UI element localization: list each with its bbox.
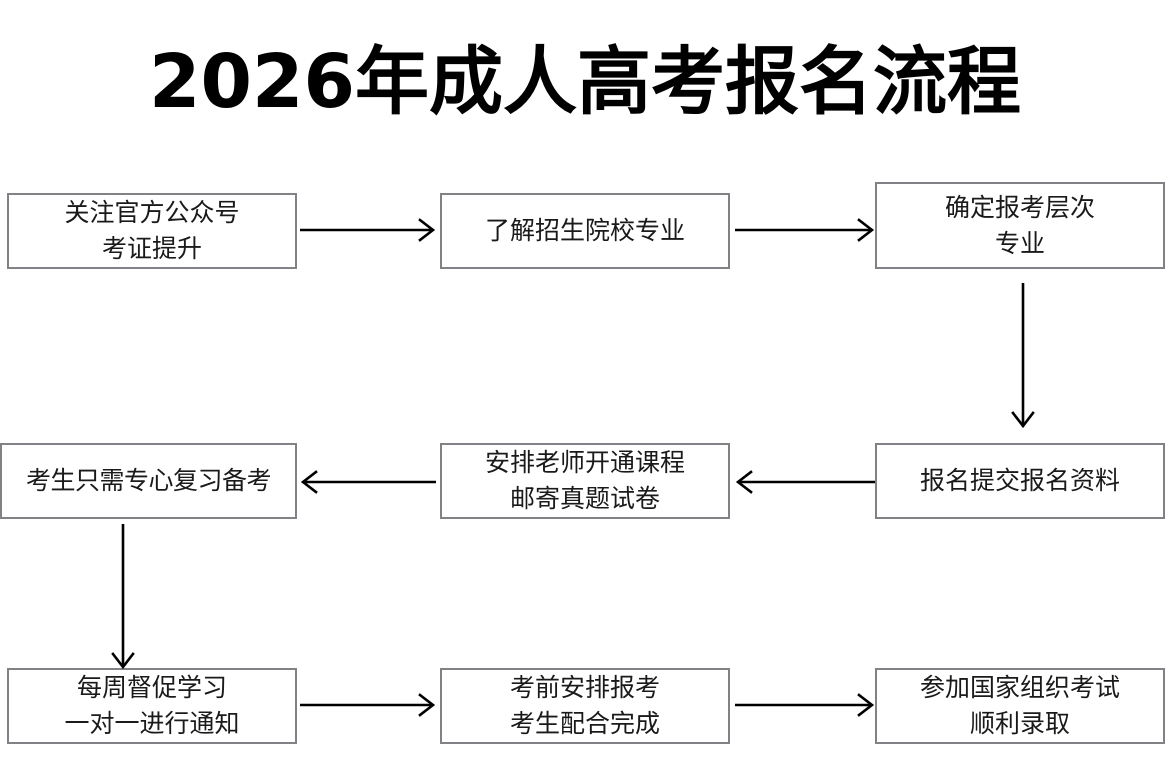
flow-node-line: 每周督促学习 [76,674,227,702]
flow-node-line: 考证提升 [101,235,202,263]
flow-node-line: 报名提交报名资料 [919,467,1120,495]
flow-node-line: 了解招生院校专业 [484,217,685,245]
flow-node-learn-schools-majors[interactable]: 了解招生院校专业 [440,193,730,269]
arrow-right-icon [300,216,436,244]
flow-node-line: 考生配合完成 [509,710,660,738]
flow-node-line: 确定报考层次 [944,193,1095,222]
flow-node-pre-exam-arrangement[interactable]: 考前安排报考 考生配合完成 [440,668,730,744]
arrow-left-icon [300,468,436,496]
flow-node-confirm-level-major[interactable]: 确定报考层次 专业 [875,182,1165,269]
flow-node-national-exam-admission[interactable]: 参加国家组织考试 顺利录取 [875,668,1165,744]
arrow-right-icon [735,216,875,244]
arrow-right-icon [300,691,436,719]
flow-node-student-focus-review[interactable]: 考生只需专心复习备考 [0,443,297,519]
arrow-down-icon [1006,283,1040,429]
flow-node-line: 一对一进行通知 [64,710,240,738]
flow-node-line: 专业 [994,229,1045,258]
arrow-right-icon [735,691,875,719]
flow-node-line: 考前安排报考 [509,674,660,702]
flow-node-line: 关注官方公众号 [64,199,240,227]
flow-node-line: 考生只需专心复习备考 [25,467,272,495]
flow-node-weekly-supervision[interactable]: 每周督促学习 一对一进行通知 [7,668,297,744]
flow-node-follow-official-account[interactable]: 关注官方公众号 考证提升 [7,193,297,269]
flow-node-submit-registration[interactable]: 报名提交报名资料 [875,443,1165,519]
flow-node-line: 安排老师开通课程 [484,449,685,477]
arrow-down-icon [106,524,140,670]
flow-node-line: 邮寄真题试卷 [509,485,660,513]
page-title: 2026年成人高考报名流程 [149,39,1021,125]
flow-node-teacher-course-materials[interactable]: 安排老师开通课程 邮寄真题试卷 [440,443,730,519]
arrow-left-icon [735,468,875,496]
flow-node-line: 参加国家组织考试 [919,674,1120,702]
flow-node-line: 顺利录取 [969,710,1070,738]
